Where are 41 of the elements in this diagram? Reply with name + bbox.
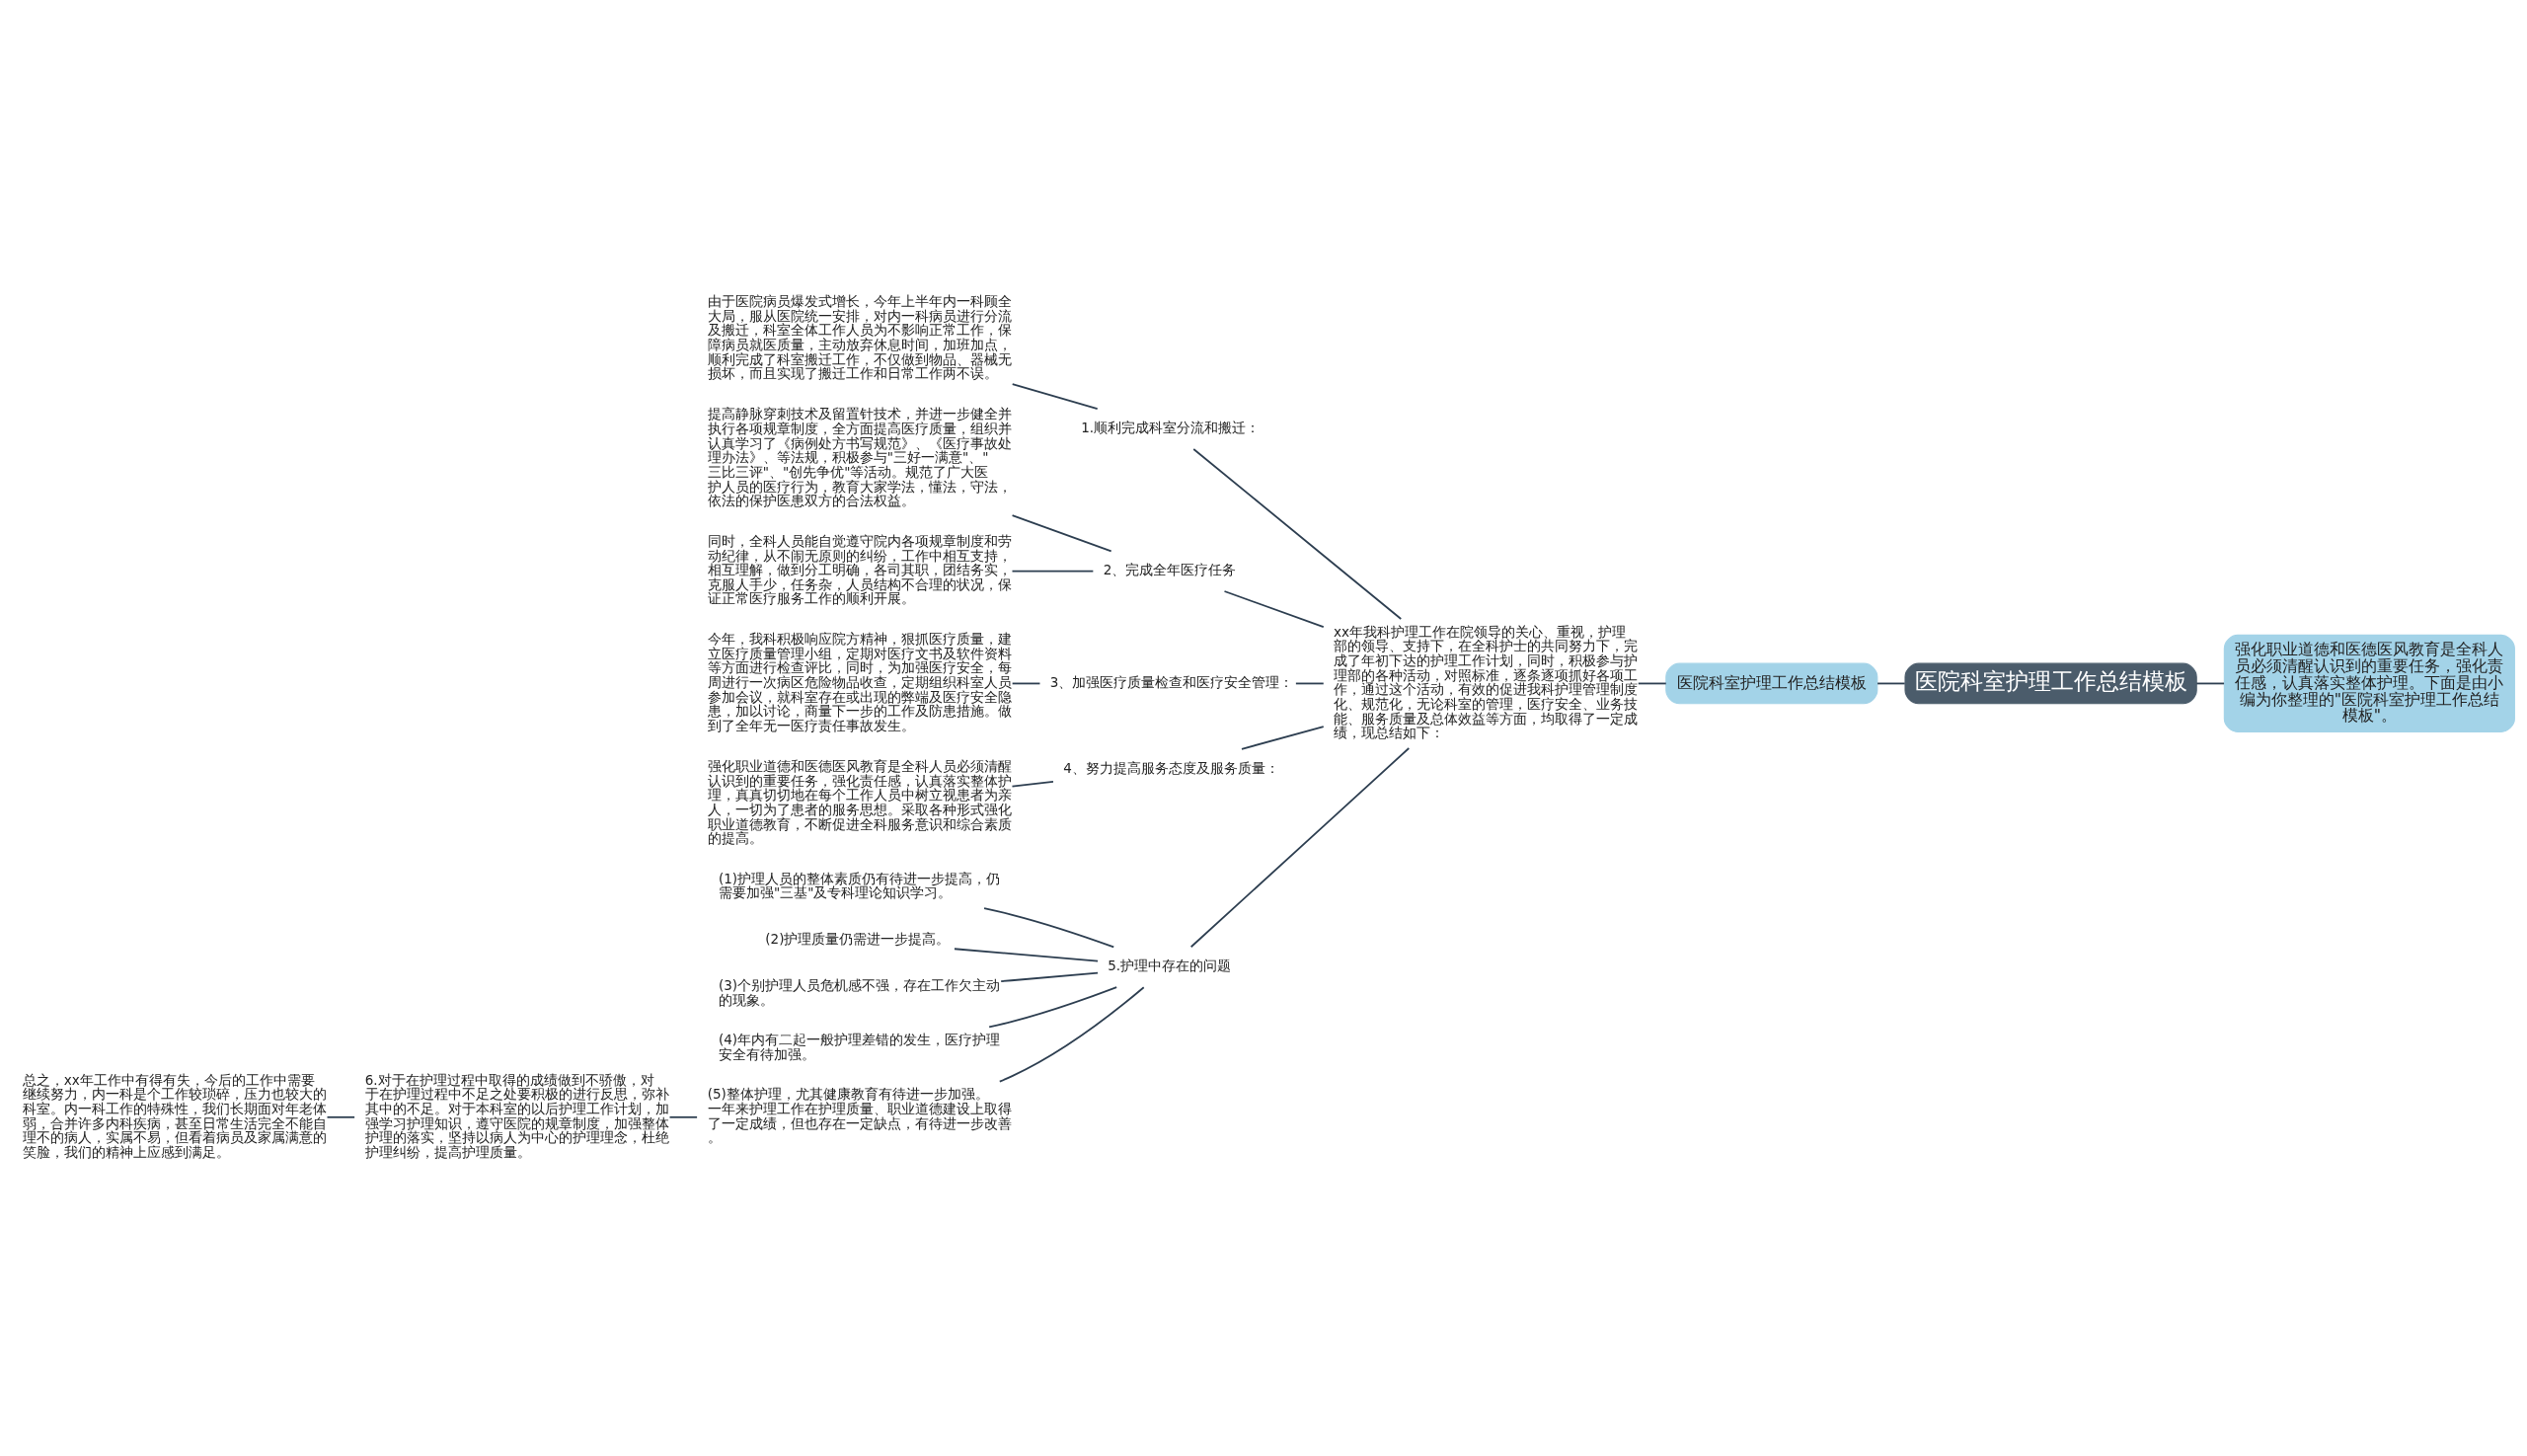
connector bbox=[1189, 747, 1411, 949]
node-text: 总之，xx年工作中有得有失，今后的工作中需要继续努力，内一科是个工作较琐碎，压力也较大的科室。内一科工作的特殊性，我们长期面对年老体弱，合并许多内科疾病，甚至日常生活完全不能自理不的病人，实属不易，但看着病员及家属满意的笑脸，我们的精神上应感到满足。 bbox=[22, 1071, 327, 1160]
node-text: 由于医院病员爆发式增长，今年上半年内一科顾全大局，服从医院统一安排，对内一科病员进行分流及搬迁，科室全体工作人员为不影响正常工作，保障病员就医质量，主动放弃休息时间，加班加点，顺利完成了科室搬迁工作，不仅做到物品、器械无损坏，而且实现了搬迁工作和日常工作两不误。 bbox=[707, 293, 1012, 382]
node-text: (3)个别护理人员危机感不强，存在工作欠主动的现象。 bbox=[718, 976, 1001, 1008]
connector bbox=[1876, 682, 1906, 685]
connector bbox=[1637, 682, 1667, 685]
node-text: 提高静脉穿刺技术及留置针技术，并进一步健全并执行各项规章制度，全方面提高医疗质量，组织并认真学习了《病例处方书写规范》、《医疗事故处理办法》、等法规，积极参与"三好一满意"、"三比三评"、"创先争优"等活动。规范了广大医护人员的医疗行为，教育大家学法，懂法，守法，依法的保护医患双方的合法权益。 bbox=[707, 406, 1012, 509]
node-text: (1)护理人员的整体素质仍有待进一步提高，仍需要加强"三基"及专科理论知识学习。 bbox=[718, 870, 1001, 901]
node-box: 医院科室护理工作总结模板 bbox=[1665, 662, 1878, 705]
connector bbox=[326, 1115, 356, 1118]
connector bbox=[954, 948, 1099, 962]
node-box: 医院科室护理工作总结模板 bbox=[1904, 662, 2197, 705]
connector bbox=[988, 986, 1118, 1029]
node-text: 5.护理中存在的问题 bbox=[1108, 958, 1232, 974]
node-text: 1.顺利完成科室分流和搬迁： bbox=[1081, 419, 1261, 435]
connector bbox=[1011, 514, 1112, 553]
connector bbox=[1294, 682, 1325, 685]
connector bbox=[1192, 448, 1403, 620]
connector bbox=[1011, 682, 1041, 685]
node-text: 2、完成全年医疗任务 bbox=[1103, 562, 1237, 578]
connector bbox=[1223, 590, 1325, 629]
node-text: 3、加强医疗质量检查和医疗安全管理： bbox=[1049, 673, 1294, 690]
node-text: 今年，我科积极响应院方精神，狠抓医疗质量，建立医疗质量管理小组，定期对医疗文书及软件资料等方面进行检查评比，同时，为加强医疗安全，每周进行一次病区危险物品收查，定期组织科室人员参加会议，就科室存在或出现的弊端及医疗安全隐患，加以讨论，商量下一步的工作及防患措施。做到了全年无一医疗责任事故发生。 bbox=[707, 630, 1012, 733]
node-text: (2)护理质量仍需进一步提高。 bbox=[765, 931, 951, 948]
node-text: 6.对于在护理过程中取得的成绩做到不骄傲，对于在护理过程中不足之处要积极的进行反思，弥补其中的不足。对于本科室的以后护理工作计划，加强学习护理知识，遵守医院的规章制度，加强整体护理的落实，坚持以病人为中心的护理理念，杜绝护理纠纷，提高护理质量。 bbox=[364, 1071, 669, 1160]
connector bbox=[1241, 726, 1325, 750]
node-text: (4)年内有二起一般护理差错的发生，医疗护理安全有待加强。 bbox=[718, 1032, 1001, 1062]
connector bbox=[2195, 682, 2225, 685]
connector bbox=[998, 986, 1145, 1083]
node-text: 同时，全科人员能自觉遵守院内各项规章制度和劳动纪律，从不闹无原则的纠纷，工作中相互支持，相互理解，做到分工明确，各司其职，团结务实，克服人手少，任务杂，人员结构不合理的状况，保证正常医疗服务工作的顺利开展。 bbox=[707, 532, 1012, 607]
node-text: xx年我科护理工作在院领导的关心、重视，护理部的领导、支持下，在全科护士的共同努力下，完成了年初下达的护理工作计划，同时，积极参与护理部的各种活动，对照标准，逐条逐项抓好各项工作，通过这个活动，有效的促进我科护理管理制度化、规范化，无论科室的管理，医疗安全、业务技能、服务质量及总体效益等方面，均取得了一定成绩，现总结如下： bbox=[1333, 623, 1638, 741]
node-box: 强化职业道德和医德医风教育是全科人员必须清醒认识到的重要任务，强化责任感，认真落实整体护理。下面是由小编为你整理的"医院科室护理工作总结模板"。 bbox=[2223, 634, 2515, 732]
node-text: (5)整体护理，尤其健康教育有待进一步加强。一年来护理工作在护理质量、职业道德建设上取得了一定成绩，但也存在一定缺点，有待进一步改善。 bbox=[707, 1086, 1012, 1146]
connector bbox=[668, 1115, 698, 1118]
connector bbox=[983, 907, 1115, 949]
connector bbox=[1011, 781, 1054, 788]
node-text: 4、努力提高服务态度及服务质量： bbox=[1063, 759, 1279, 776]
node-text: 强化职业道德和医德医风教育是全科人员必须清醒认识到的重要任务，强化责任感，认真落实整体护理，真真切切地在每个工作人员中树立视患者为亲人，一切为了患者的服务思想。采取各种形式强化职业道德教育，不断促进全科服务意识和综合素质的提高。 bbox=[707, 757, 1012, 847]
connector bbox=[1011, 570, 1095, 573]
connector bbox=[1000, 971, 1099, 982]
connector bbox=[1011, 383, 1099, 410]
